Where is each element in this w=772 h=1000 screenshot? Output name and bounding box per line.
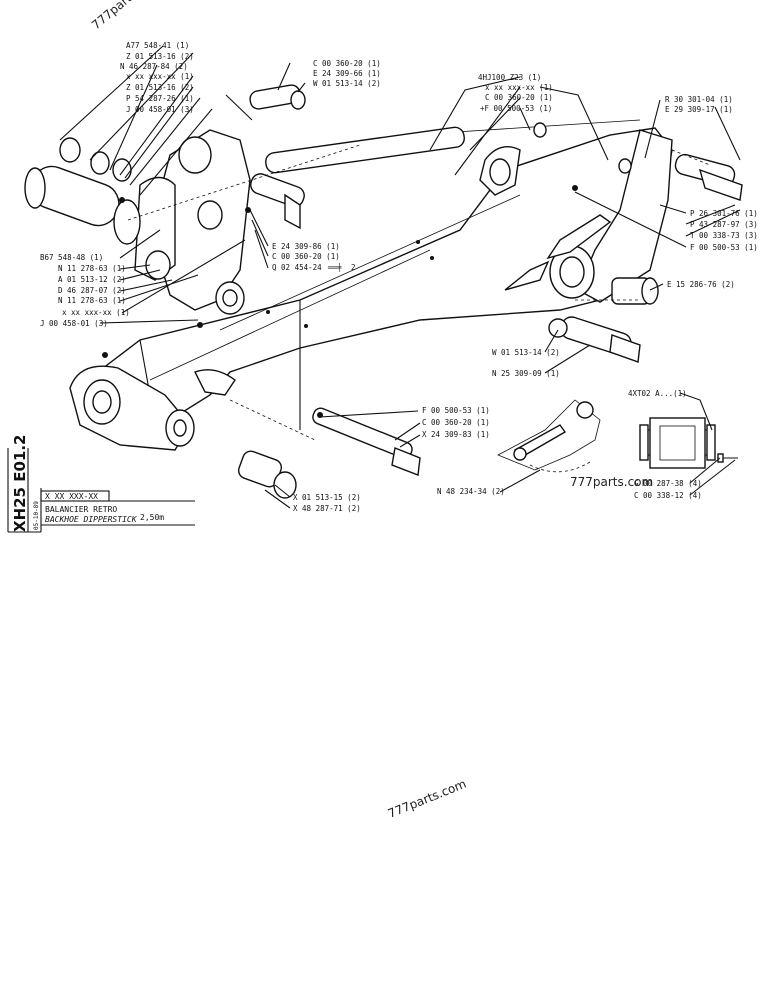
callout-34: N 25 309-09 (1) — [492, 369, 560, 378]
callout-10: W 01 513-14 (2) — [313, 79, 381, 88]
link-sketch — [497, 399, 601, 473]
callout-41: X 48 287-71 (2) — [293, 504, 361, 513]
callout-33: W 01 513-14 (2) — [492, 348, 560, 357]
callout-1: A77 548-41 (1) — [126, 41, 189, 50]
callout-23: C 00 360-20 (1) — [272, 252, 340, 261]
callout-38: 4XT02 A...(1) — [628, 389, 687, 398]
watermark-bottom: 777parts.com — [386, 777, 468, 821]
title-block: XH25 E01.2 05-10-89 X XX XXX-XX BALANCIE… — [7, 435, 195, 533]
side-date: 05-10-89 — [33, 501, 40, 530]
callout-6: P 54 287-26 (1) — [126, 94, 194, 103]
callout-29: D 46 287-07 (2) — [58, 286, 126, 295]
callout-28: A 01 513-12 (2) — [58, 275, 126, 284]
callout-15: R 30 301-04 (1) — [665, 95, 733, 104]
callout-labels: A77 548-41 (1) Z 01 513-16 (2) N 46 287-… — [40, 41, 758, 513]
dipperstick-drawing — [24, 84, 743, 499]
callout-40: X 01 513-15 (2) — [293, 493, 361, 502]
callout-4: x xx xxx-xx (1) — [126, 72, 194, 81]
callout-8: C 00 360-20 (1) — [313, 59, 381, 68]
callout-18: P 43 287-97 (3) — [690, 220, 758, 229]
callout-5: Z 01 513-16 (2) — [126, 83, 194, 92]
cylinder-mount-inset — [639, 417, 738, 469]
callout-26: B67 548-48 (1) — [40, 253, 103, 262]
callout-32: J 00 458-01 (3) — [40, 319, 108, 328]
title-en: BACKHOE DIPPERSTICK — [45, 515, 138, 524]
callout-24-equals: ══╪ — [327, 262, 342, 272]
callout-17: P 26 301-76 (1) — [690, 209, 758, 218]
callout-7: J 00 458-01 (3) — [126, 105, 194, 114]
callout-39: N 48 234-34 (2) — [437, 487, 505, 496]
watermark-top-left: 777part — [89, 0, 135, 32]
title-size: 2,50m — [140, 513, 164, 522]
leader-lines — [59, 45, 741, 509]
callout-13: C 00 360-20 (1) — [485, 93, 553, 102]
callout-42: G 00 287-38 (4) — [634, 479, 702, 488]
callout-9: E 24 309-66 (1) — [313, 69, 381, 78]
callout-11: 4HJ100 Z23 (1) — [478, 73, 541, 82]
callout-37: X 24 309-83 (1) — [422, 430, 490, 439]
callout-20: F 00 500-53 (1) — [690, 243, 758, 252]
title-ref: X XX XXX-XX — [45, 492, 98, 501]
callout-27: N 11 278-63 (1) — [58, 264, 126, 273]
callout-31: x xx xxx-xx (1) — [62, 308, 130, 317]
title-fr: BALANCIER RETRO — [45, 505, 117, 514]
callout-25: 2 — [351, 263, 356, 272]
callout-43: C 00 338-12 (4) — [634, 491, 702, 500]
callout-24: Q 02 454-24 — [272, 263, 322, 272]
callout-21: E 15 286-76 (2) — [667, 280, 735, 289]
callout-22: E 24 309-86 (1) — [272, 242, 340, 251]
callout-3: N 46 287-84 (2) — [120, 62, 188, 71]
callout-19: T 00 338-73 (3) — [690, 231, 758, 240]
watermark-inline: 777parts.com — [570, 475, 653, 489]
callout-30: N 11 278-63 (1) — [58, 296, 126, 305]
side-code: XH25 E01.2 — [11, 435, 29, 532]
callout-35: F 00 500-53 (1) — [422, 406, 490, 415]
callout-16: E 29 309-17 (1) — [665, 105, 733, 114]
callout-36: C 00 360-20 (1) — [422, 418, 490, 427]
callout-2: Z 01 513-16 (2) — [126, 52, 194, 61]
callout-12: x xx xxx-xx (1) — [485, 83, 553, 92]
callout-14: +F 00 500-53 (1) — [480, 104, 552, 113]
